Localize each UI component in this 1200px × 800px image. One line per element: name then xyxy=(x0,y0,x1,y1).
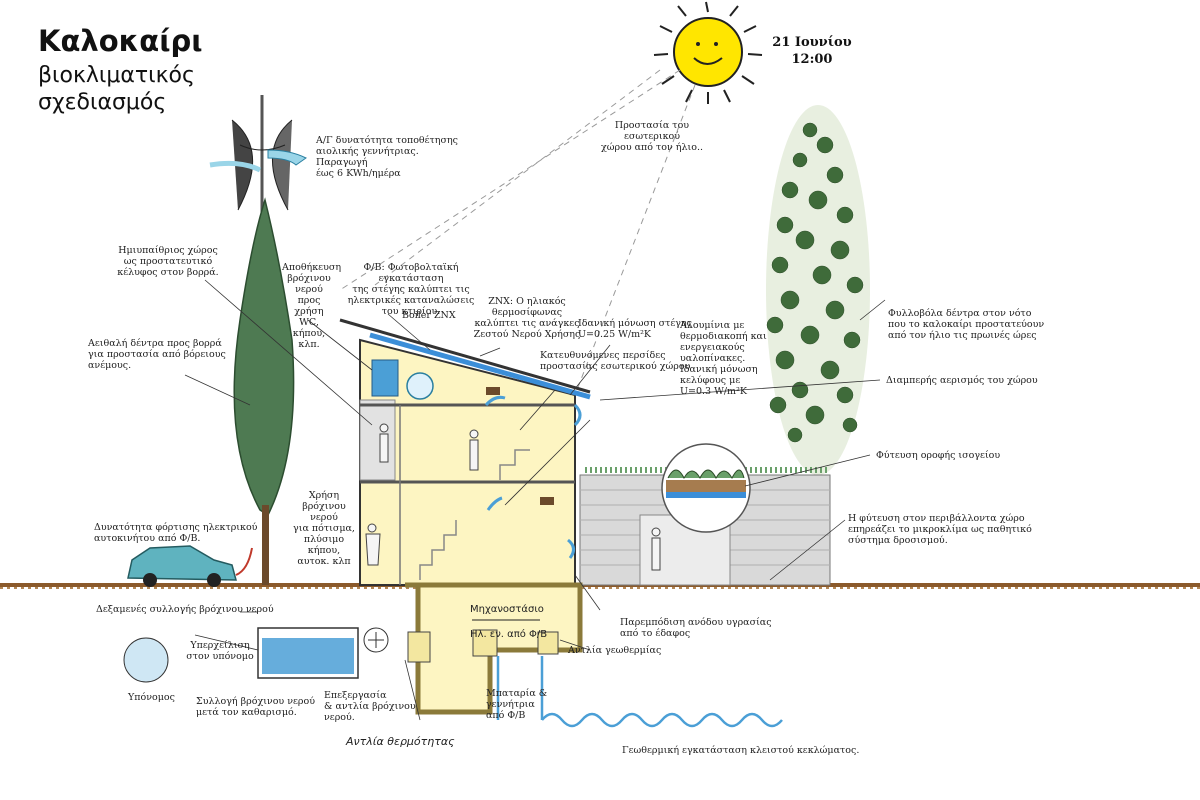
label-machine-room: Μηχανοστάσιο xyxy=(470,604,544,615)
date-label: 21 Ιουνίου 12:00 xyxy=(772,35,852,67)
house-section xyxy=(339,318,661,586)
car-icon xyxy=(127,545,253,587)
green-roof-detail xyxy=(661,443,751,533)
geothermal-coil-icon xyxy=(496,656,783,728)
label-boiler: Boiler ZNX xyxy=(402,310,456,321)
label-heat-pump: Αντλία θερμότητας xyxy=(346,735,455,748)
label-green-roof: Φύτευση οροφής ισογείου xyxy=(876,450,1001,461)
cypress-tree-icon xyxy=(233,197,295,585)
label-power-pv: Ηλ. εν. από Φ/Β xyxy=(470,629,548,640)
diagram-subtitle: βιοκλιματικός σχεδιασμός xyxy=(38,63,195,115)
sewer-icon xyxy=(123,637,169,683)
label-tank: Δεξαμενές συλλογής βρόχινου νερού xyxy=(96,604,274,615)
label-ventilation: Διαμπερής αερισμός του χώρου xyxy=(886,375,1038,386)
wind-turbine-icon xyxy=(209,95,307,280)
rainwater-tank xyxy=(257,627,389,679)
leader-lines xyxy=(184,279,886,721)
label-sewer: Υπόνομος xyxy=(128,692,175,703)
label-geo-pump: Αντλία γεωθερμίας xyxy=(568,645,662,656)
sun-icon xyxy=(653,1,763,104)
sun-rays xyxy=(339,69,696,396)
diagram-title: Καλοκαίρι xyxy=(38,24,203,58)
label-geo-install: Γεωθερμική εγκατάσταση κλειστού κεκλώματ… xyxy=(622,745,860,756)
